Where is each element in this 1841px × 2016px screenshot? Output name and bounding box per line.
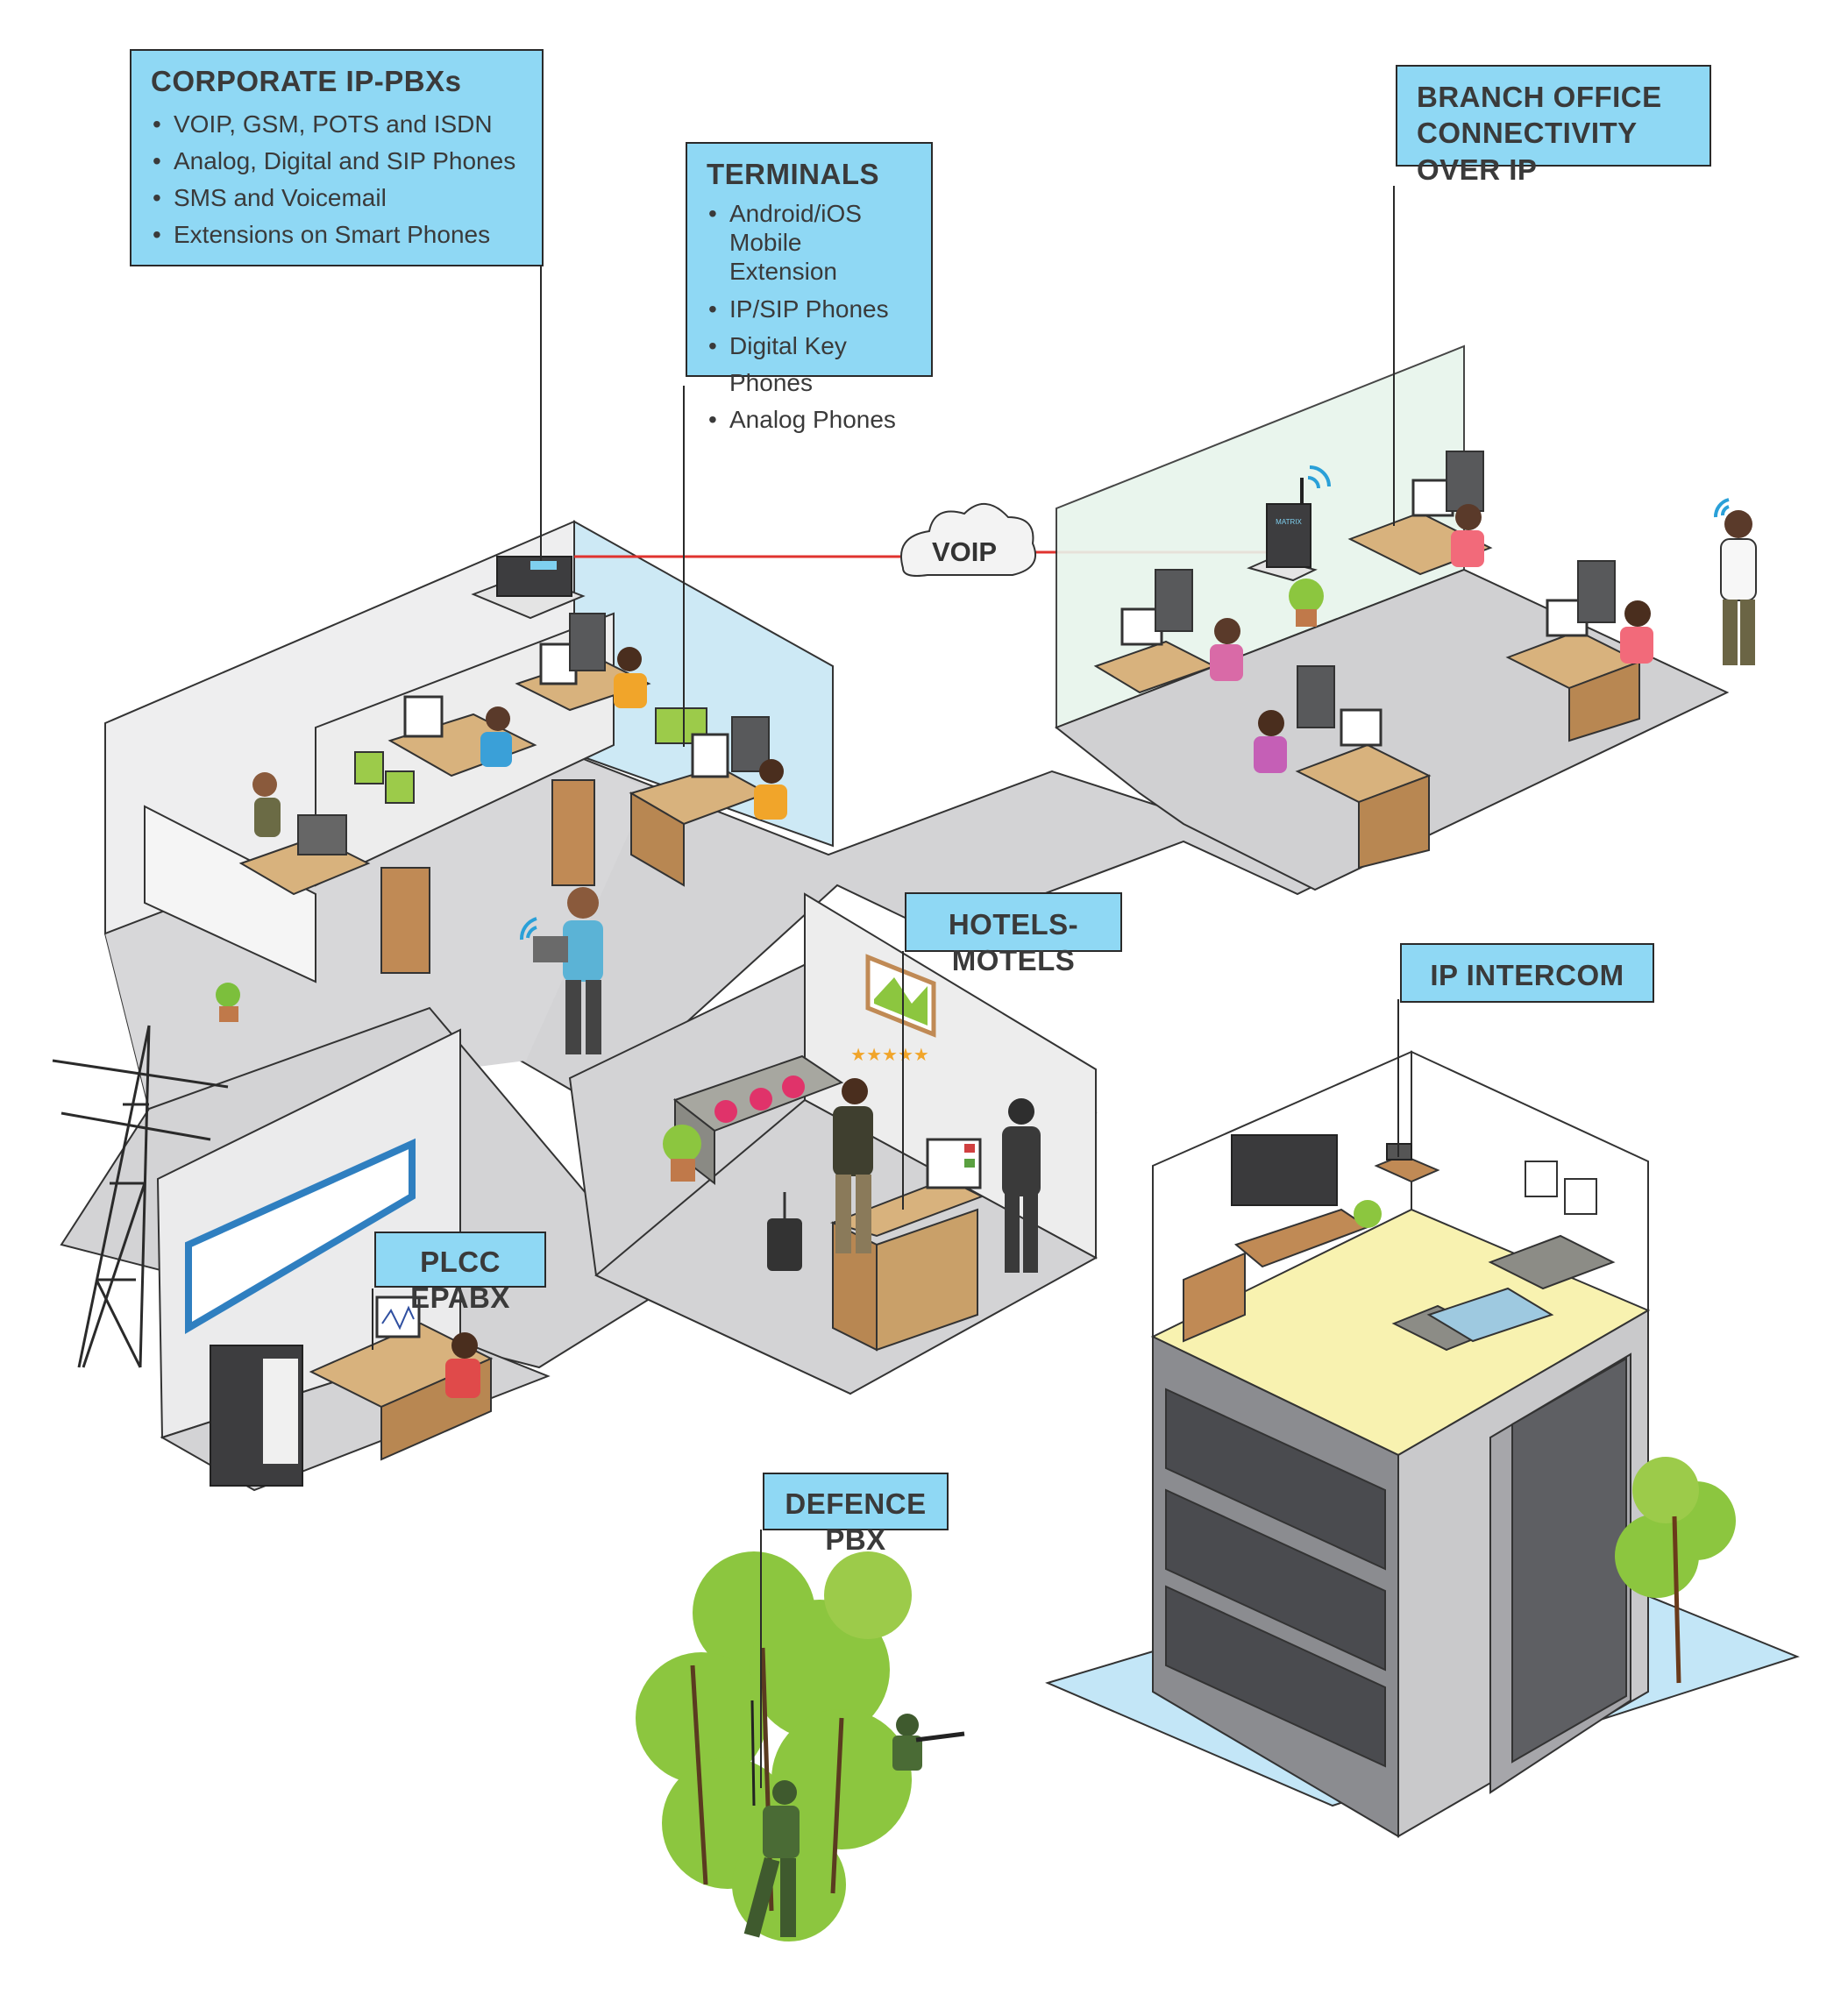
intercom-building — [1045, 1050, 1800, 1838]
callout-hotels-motels: HOTELS-MOTELS — [905, 892, 1122, 976]
matrix-router: MATRIX — [1247, 478, 1318, 582]
rating-stars: ★★★★★ — [850, 1046, 929, 1065]
ip-pbx-unit — [471, 556, 586, 620]
router-wifi-icon — [1307, 465, 1331, 489]
callout-leaders — [372, 186, 1399, 1788]
corporate-item: SMS and Voicemail — [151, 180, 522, 217]
branch-title-line2: CONNECTIVITY OVER IP — [1417, 117, 1638, 186]
phone-wifi-icon — [1714, 498, 1730, 518]
callout-branch-office: BRANCH OFFICE CONNECTIVITY OVER IP — [1396, 65, 1711, 186]
terminals-title: TERMINALS — [707, 158, 879, 190]
intercom-title: IP INTERCOM — [1430, 959, 1624, 991]
terminals-item: Android/iOS Mobile Extension — [707, 199, 912, 286]
transmission-tower — [52, 1025, 229, 1368]
corporate-item: Extensions on Smart Phones — [151, 217, 522, 253]
callout-plcc-epabx: PLCC EPABX — [374, 1232, 546, 1314]
defence-forest — [636, 1551, 965, 1941]
callout-corporate-ip-pbxs: CORPORATE IP-PBXs VOIP, GSM, POTS and IS… — [130, 49, 544, 266]
corporate-item: VOIP, GSM, POTS and ISDN — [151, 106, 522, 143]
corporate-office — [104, 520, 834, 1022]
branch-office — [1055, 344, 1730, 891]
corporate-feature-list: VOIP, GSM, POTS and ISDN Analog, Digital… — [151, 106, 522, 253]
wifi-icon — [520, 917, 537, 941]
router-brand-label: MATRIX — [1276, 518, 1302, 526]
defence-title: DEFENCE PBX — [785, 1487, 927, 1557]
hotel-room: ★★★★★ — [594, 892, 1098, 1395]
plcc-room — [156, 1028, 551, 1492]
branch-title-line1: BRANCH OFFICE — [1417, 81, 1662, 113]
voip-cloud: VOIP — [900, 502, 1037, 577]
callout-terminals: TERMINALS Android/iOS Mobile Extension I… — [686, 142, 933, 438]
man-on-phone — [1720, 510, 1757, 665]
mobile-worker — [533, 887, 603, 1054]
terminals-item: IP/SIP Phones — [707, 291, 912, 328]
callout-ip-intercom: IP INTERCOM — [1400, 943, 1654, 1003]
terminals-item: Digital Key Phones — [707, 328, 912, 401]
terminals-list: Android/iOS Mobile Extension IP/SIP Phon… — [707, 199, 912, 438]
corporate-item: Analog, Digital and SIP Phones — [151, 143, 522, 180]
voip-label: VOIP — [932, 536, 997, 567]
corporate-title: CORPORATE IP-PBXs — [151, 65, 462, 97]
callout-defence-pbx: DEFENCE PBX — [763, 1473, 949, 1556]
plcc-title: PLCC EPABX — [410, 1246, 510, 1315]
hotels-title: HOTELS-MOTELS — [948, 908, 1079, 977]
terminals-item: Analog Phones — [707, 401, 912, 438]
